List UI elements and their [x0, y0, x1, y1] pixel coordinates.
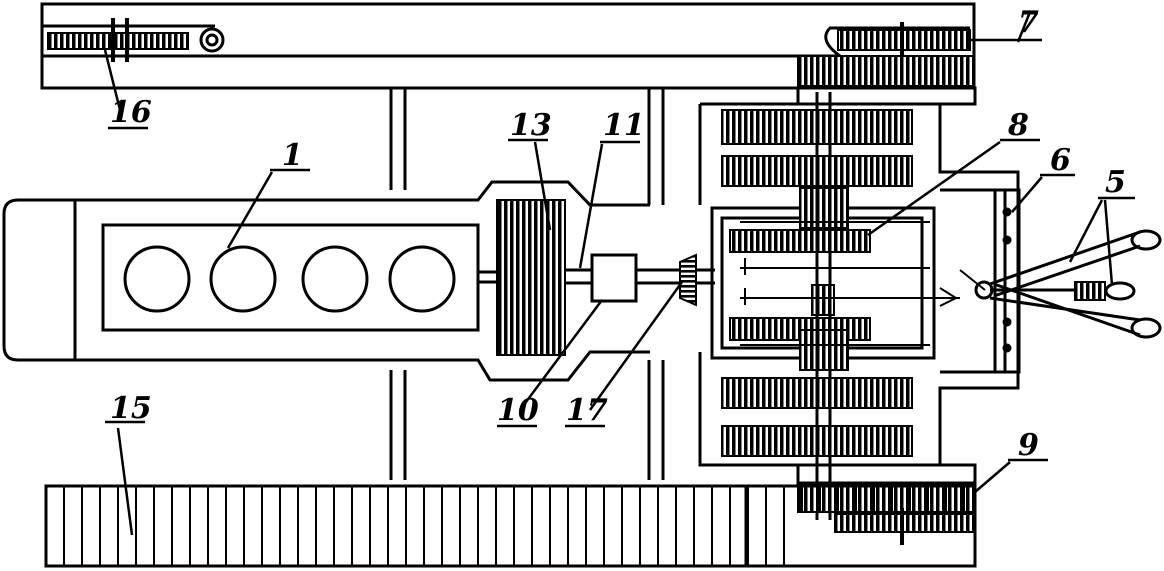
- final-drive-upper-7: [796, 22, 977, 106]
- bevel-gear-17: [679, 253, 697, 307]
- gearbox-cross-shaft: [815, 92, 832, 520]
- callout-labels: 1 5 6 7 8 9 10 11 13 15 16 17: [110, 5, 1126, 463]
- callout-6: 6: [1050, 143, 1071, 178]
- shift-rods: [740, 221, 986, 346]
- track-links: [63, 486, 965, 566]
- control-levers-5: [974, 229, 1162, 339]
- callout-9: 9: [1018, 428, 1039, 463]
- leader-lines: [103, 11, 1135, 536]
- bottom-track-15: [44, 484, 977, 568]
- engine-1: [2, 180, 650, 382]
- coupling-10: [590, 253, 638, 303]
- callout-10: 10: [497, 393, 539, 428]
- top-track-frame: [40, 2, 976, 90]
- callout-16: 16: [110, 95, 152, 130]
- clutch-flywheel-13: [478, 199, 566, 356]
- callout-11: 11: [603, 108, 645, 143]
- callout-5: 5: [1105, 165, 1126, 200]
- frame-rails: [389, 88, 665, 480]
- final-drive-lower-9: [796, 463, 977, 560]
- callout-15: 15: [110, 391, 152, 426]
- callout-17: 17: [566, 393, 608, 428]
- callout-1: 1: [282, 138, 303, 173]
- callout-13: 13: [510, 108, 552, 143]
- callout-8: 8: [1007, 108, 1029, 143]
- callout-7: 7: [1018, 5, 1039, 40]
- idler-tensioner-16: [47, 18, 225, 62]
